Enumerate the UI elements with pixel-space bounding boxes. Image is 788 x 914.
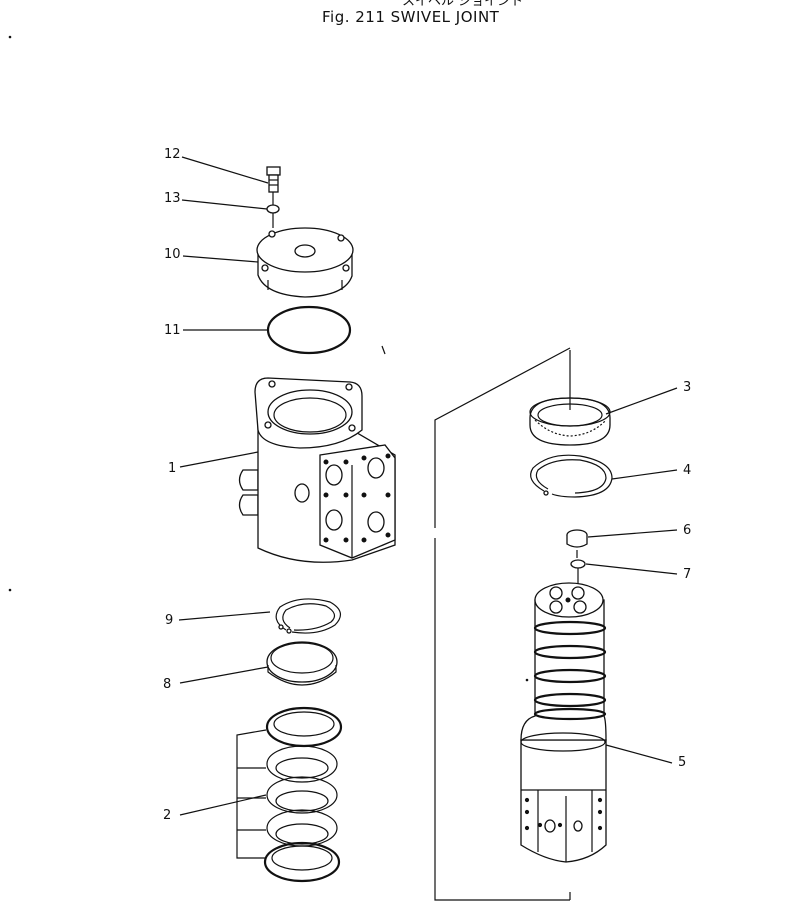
stray-mark bbox=[381, 345, 386, 355]
seal-ring-3 bbox=[266, 776, 338, 814]
seal-ring-5 bbox=[263, 841, 341, 883]
leader-12 bbox=[181, 156, 269, 184]
callout-11: 11 bbox=[164, 323, 181, 338]
part-6-plug bbox=[566, 529, 588, 558]
part-13-washer bbox=[266, 204, 280, 228]
leader-2 bbox=[179, 794, 267, 816]
leader-1 bbox=[179, 451, 259, 468]
part-2-seal-rings bbox=[236, 706, 343, 883]
leader-3 bbox=[605, 387, 678, 415]
callout-8: 8 bbox=[163, 677, 171, 692]
scan-speck bbox=[525, 678, 529, 682]
callout-2: 2 bbox=[163, 808, 171, 823]
leader-9 bbox=[178, 611, 271, 621]
seal-ring-2 bbox=[266, 745, 338, 783]
part-9-snap-ring bbox=[275, 598, 341, 634]
callout-12: 12 bbox=[164, 147, 181, 162]
leader-5 bbox=[605, 744, 673, 764]
callout-1: 1 bbox=[168, 461, 176, 476]
part-11-o-ring bbox=[266, 305, 352, 355]
callout-9: 9 bbox=[165, 613, 173, 628]
part-5-shaft bbox=[520, 582, 607, 863]
callout-3: 3 bbox=[683, 380, 691, 395]
figure-title: Fig. 211 SWIVEL JOINT bbox=[322, 8, 500, 26]
leader-10 bbox=[182, 255, 259, 263]
leader-6 bbox=[587, 529, 678, 538]
part-10-cover bbox=[256, 227, 354, 298]
figure-title-japanese: スイベル ジョイント bbox=[402, 0, 523, 9]
leader-13 bbox=[181, 199, 268, 210]
callout-5: 5 bbox=[678, 755, 686, 770]
callout-13: 13 bbox=[164, 191, 181, 206]
scan-speck bbox=[8, 35, 12, 39]
scan-speck bbox=[8, 588, 12, 592]
callout-10: 10 bbox=[164, 247, 181, 262]
group-bracket-upper bbox=[434, 347, 571, 528]
callout-7: 7 bbox=[683, 567, 691, 582]
leader-8 bbox=[179, 666, 269, 684]
part-12-bolt bbox=[266, 166, 281, 205]
callout-4: 4 bbox=[683, 463, 691, 478]
seal-ring-1 bbox=[265, 706, 343, 748]
leader-7 bbox=[585, 563, 678, 575]
group-bracket-lower bbox=[434, 538, 570, 901]
part-4-snap-ring bbox=[530, 454, 613, 498]
part-1-body bbox=[238, 377, 396, 563]
seal-ring-4 bbox=[266, 809, 338, 847]
part-8-ring bbox=[266, 641, 338, 686]
leader-4 bbox=[611, 469, 678, 480]
callout-6: 6 bbox=[683, 523, 691, 538]
